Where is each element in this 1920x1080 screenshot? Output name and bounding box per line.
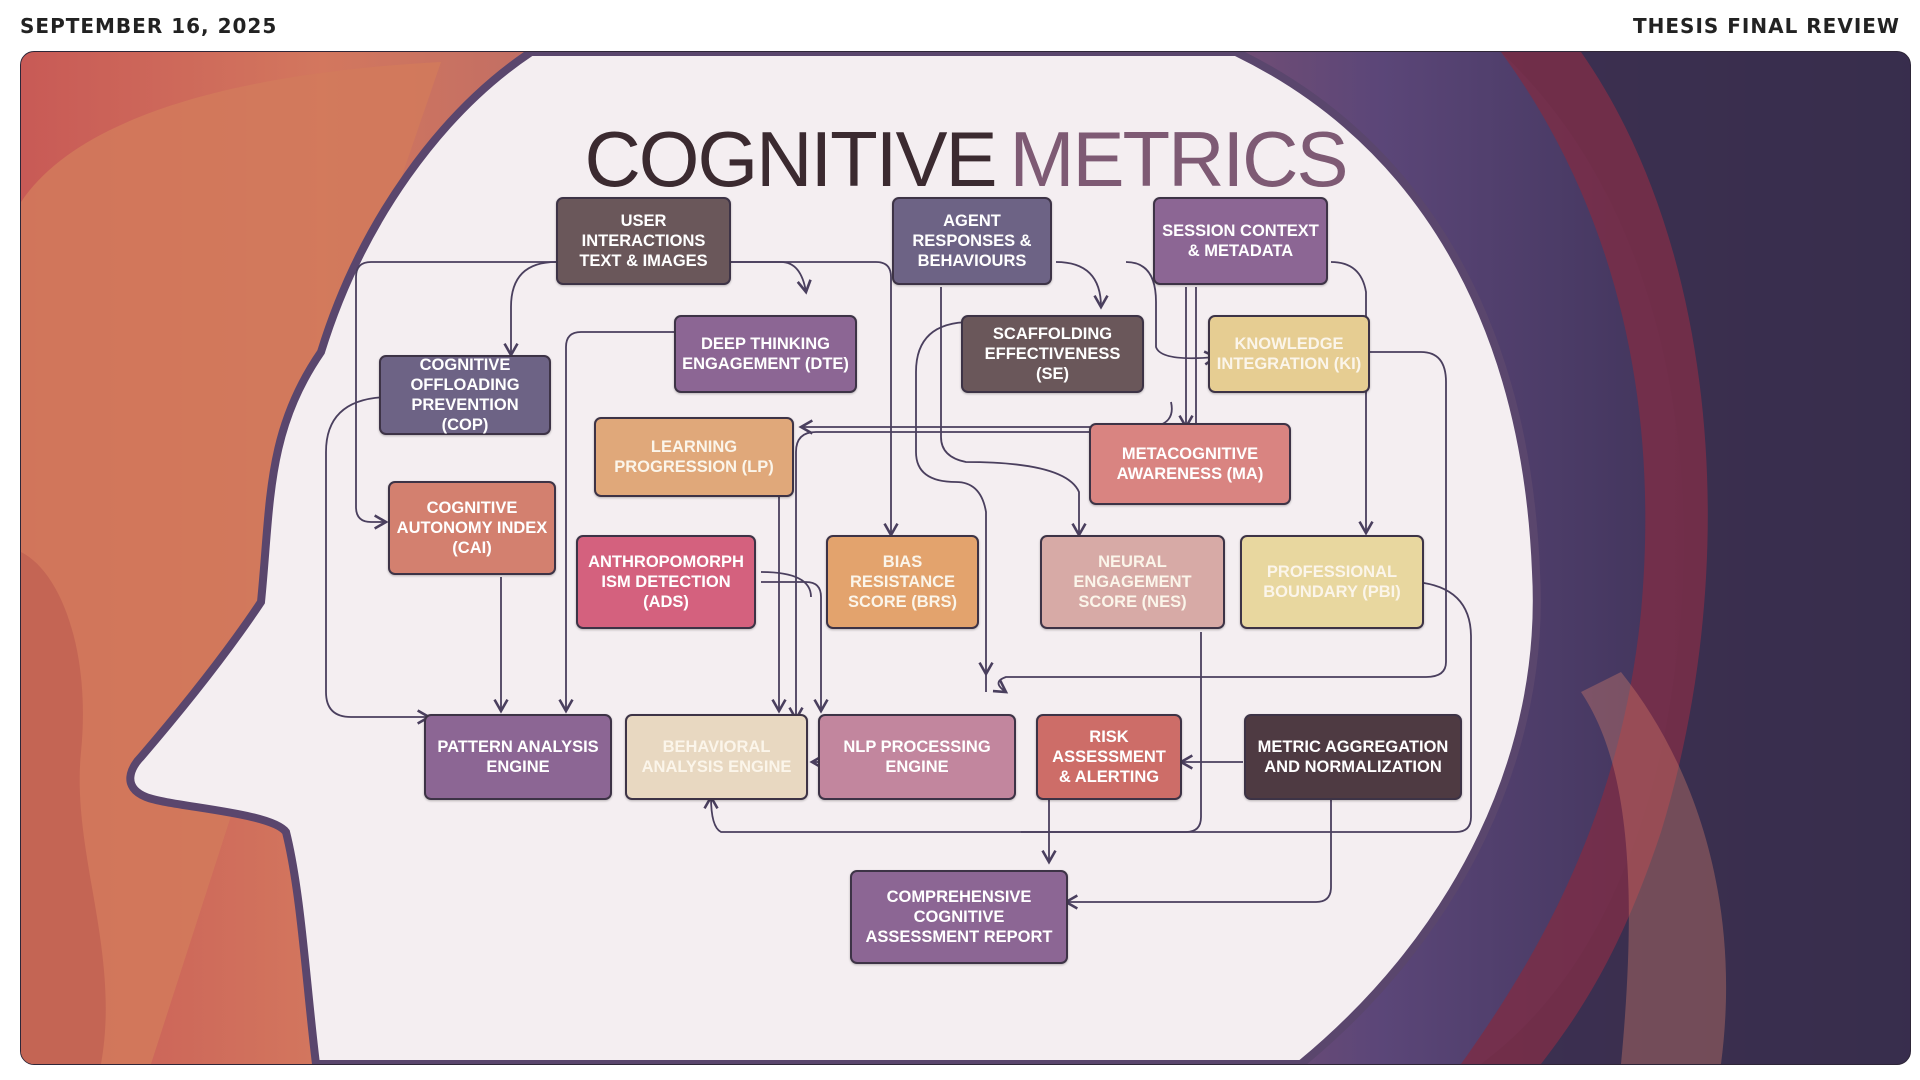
node-cognitive-autonomy-index: COGNITIVE AUTONOMY INDEX (CAI)	[388, 481, 556, 575]
node-professional-boundary: PROFESSIONAL BOUNDARY (PBI)	[1240, 535, 1424, 629]
node-pattern-analysis-engine: PATTERN ANALYSIS ENGINE	[424, 714, 612, 800]
right-glow	[1581, 672, 1727, 1064]
node-session-context: SESSION CONTEXT & METADATA	[1153, 197, 1328, 285]
title-word-cognitive: COGNITIVE	[584, 115, 997, 203]
node-neural-engagement-score: NEURAL ENGAGEMENT SCORE (NES)	[1040, 535, 1225, 629]
node-comprehensive-assessment-report: COMPREHENSIVE COGNITIVE ASSESSMENT REPOR…	[850, 870, 1068, 964]
node-metric-aggregation: METRIC AGGREGATION AND NORMALIZATION	[1244, 714, 1462, 800]
node-behavioral-analysis-engine: BEHAVIORAL ANALYSIS ENGINE	[625, 714, 808, 800]
node-agent-responses: AGENT RESPONSES & BEHAVIOURS	[892, 197, 1052, 285]
node-learning-progression: LEARNING PROGRESSION (LP)	[594, 417, 794, 497]
node-anthropomorphism-detection: ANTHROPOMORPH ISM DETECTION (ADS)	[576, 535, 756, 629]
connector-lines	[325, 261, 1472, 910]
node-risk-assessment-alerting: RISK ASSESSMENT & ALERTING	[1036, 714, 1182, 800]
node-cognitive-offloading-prevention: COGNITIVE OFFLOADING PREVENTION (COP)	[379, 355, 551, 435]
node-user-interactions: USER INTERACTIONS TEXT & IMAGES	[556, 197, 731, 285]
header-review-label: THESIS FINAL REVIEW	[1633, 14, 1900, 38]
node-nlp-processing-engine: NLP PROCESSING ENGINE	[818, 714, 1016, 800]
node-deep-thinking-engagement: DEEP THINKING ENGAGEMENT (DTE)	[674, 315, 857, 393]
node-scaffolding-effectiveness: SCAFFOLDING EFFECTIVENESS (SE)	[961, 315, 1144, 393]
right-arc-band	[1461, 52, 1708, 1064]
face-shadow-shape	[21, 552, 106, 1064]
header-date: SEPTEMBER 16, 2025	[20, 14, 278, 38]
node-knowledge-integration: KNOWLEDGE INTEGRATION (KI)	[1208, 315, 1370, 393]
node-metacognitive-awareness: METACOGNITIVE AWARENESS (MA)	[1089, 423, 1291, 505]
node-bias-resistance-score: BIAS RESISTANCE SCORE (BRS)	[826, 535, 979, 629]
title-word-metrics: METRICS	[1009, 115, 1349, 203]
